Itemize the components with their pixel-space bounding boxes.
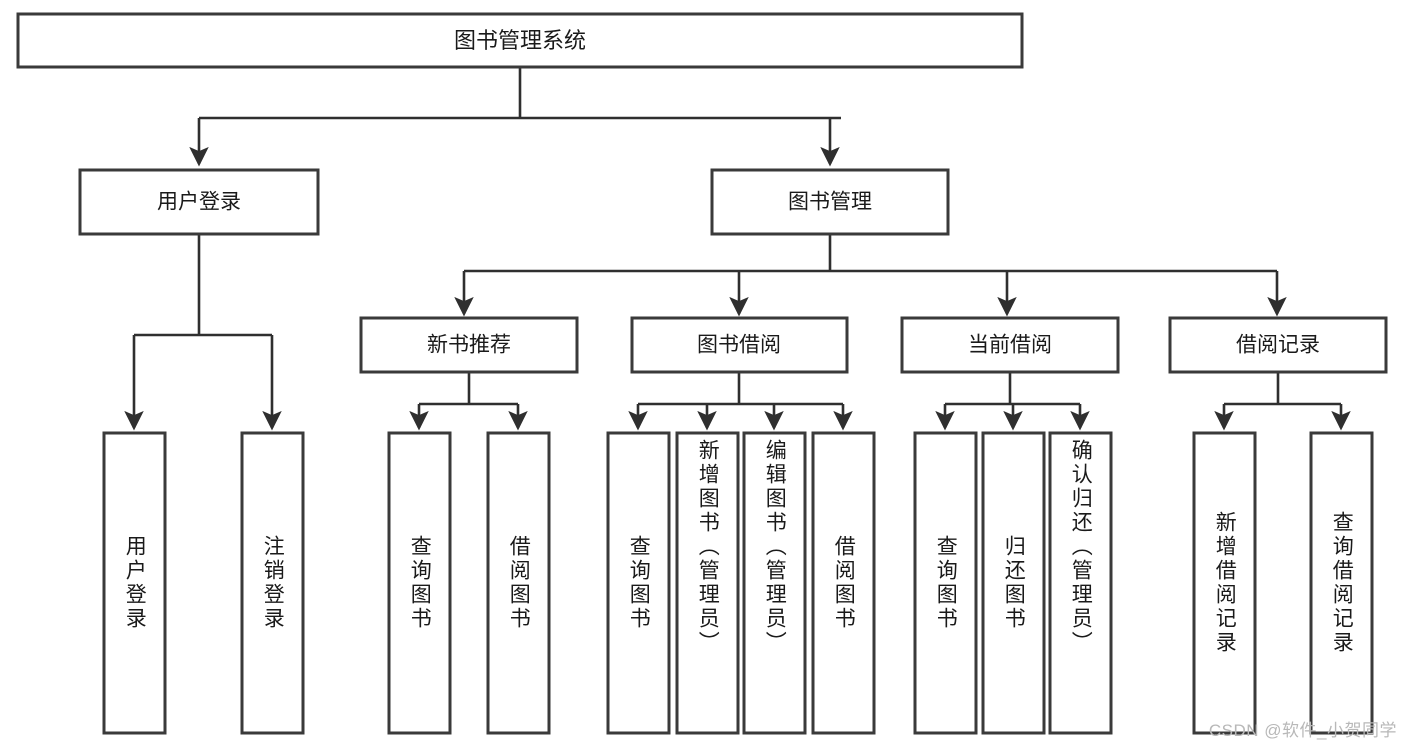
leaf-boxes — [102, 431, 1374, 735]
node-user-login[interactable]: 用户登录 — [78, 168, 320, 236]
node-leaf-user-login[interactable] — [102, 431, 167, 735]
node-leaf-query-book-2[interactable] — [606, 431, 671, 735]
node-borrow-record[interactable]: 借阅记录 — [1168, 316, 1388, 374]
node-leaf-borrow-book-2[interactable] — [811, 431, 876, 735]
node-book-borrow[interactable]: 图书借阅 — [630, 316, 849, 374]
node-leaf-add-book-admin[interactable] — [675, 431, 740, 735]
node-leaf-logout[interactable] — [240, 431, 305, 735]
node-root-label: 图书管理系统 — [454, 28, 586, 53]
node-borrow-record-label: 借阅记录 — [1236, 334, 1320, 357]
node-book-manage-label: 图书管理 — [788, 191, 872, 214]
edge-new-book-rec-to-leaves — [409, 372, 528, 431]
node-new-book-rec[interactable]: 新书推荐 — [359, 316, 579, 374]
edge-root-to-level1 — [189, 67, 841, 167]
watermark: CSDN @软件_小贺同学 — [1208, 721, 1397, 740]
node-current-borrow-label: 当前借阅 — [968, 334, 1052, 357]
node-leaf-query-book-3[interactable] — [913, 431, 978, 735]
node-root[interactable]: 图书管理系统 — [16, 12, 1024, 69]
edge-borrow-record-to-leaves — [1214, 372, 1351, 431]
node-leaf-return-book[interactable] — [981, 431, 1046, 735]
node-leaf-borrow-book-1[interactable] — [486, 431, 551, 735]
node-leaf-confirm-return-admin[interactable] — [1048, 431, 1113, 735]
edge-book-manage-to-level2 — [454, 233, 1287, 317]
node-leaf-query-book-1[interactable] — [387, 431, 452, 735]
node-book-borrow-label: 图书借阅 — [697, 334, 781, 357]
node-leaf-edit-book-admin[interactable] — [742, 431, 807, 735]
node-book-manage[interactable]: 图书管理 — [710, 168, 950, 236]
node-leaf-add-borrow-record[interactable] — [1192, 431, 1257, 735]
edge-current-borrow-to-leaves — [935, 372, 1090, 431]
node-user-login-label: 用户登录 — [157, 191, 241, 214]
edge-user-login-to-leaves — [124, 235, 282, 431]
edge-book-borrow-to-leaves — [628, 372, 853, 431]
node-current-borrow[interactable]: 当前借阅 — [900, 316, 1120, 374]
node-leaf-query-borrow-record[interactable] — [1309, 431, 1374, 735]
node-new-book-rec-label: 新书推荐 — [427, 334, 511, 357]
